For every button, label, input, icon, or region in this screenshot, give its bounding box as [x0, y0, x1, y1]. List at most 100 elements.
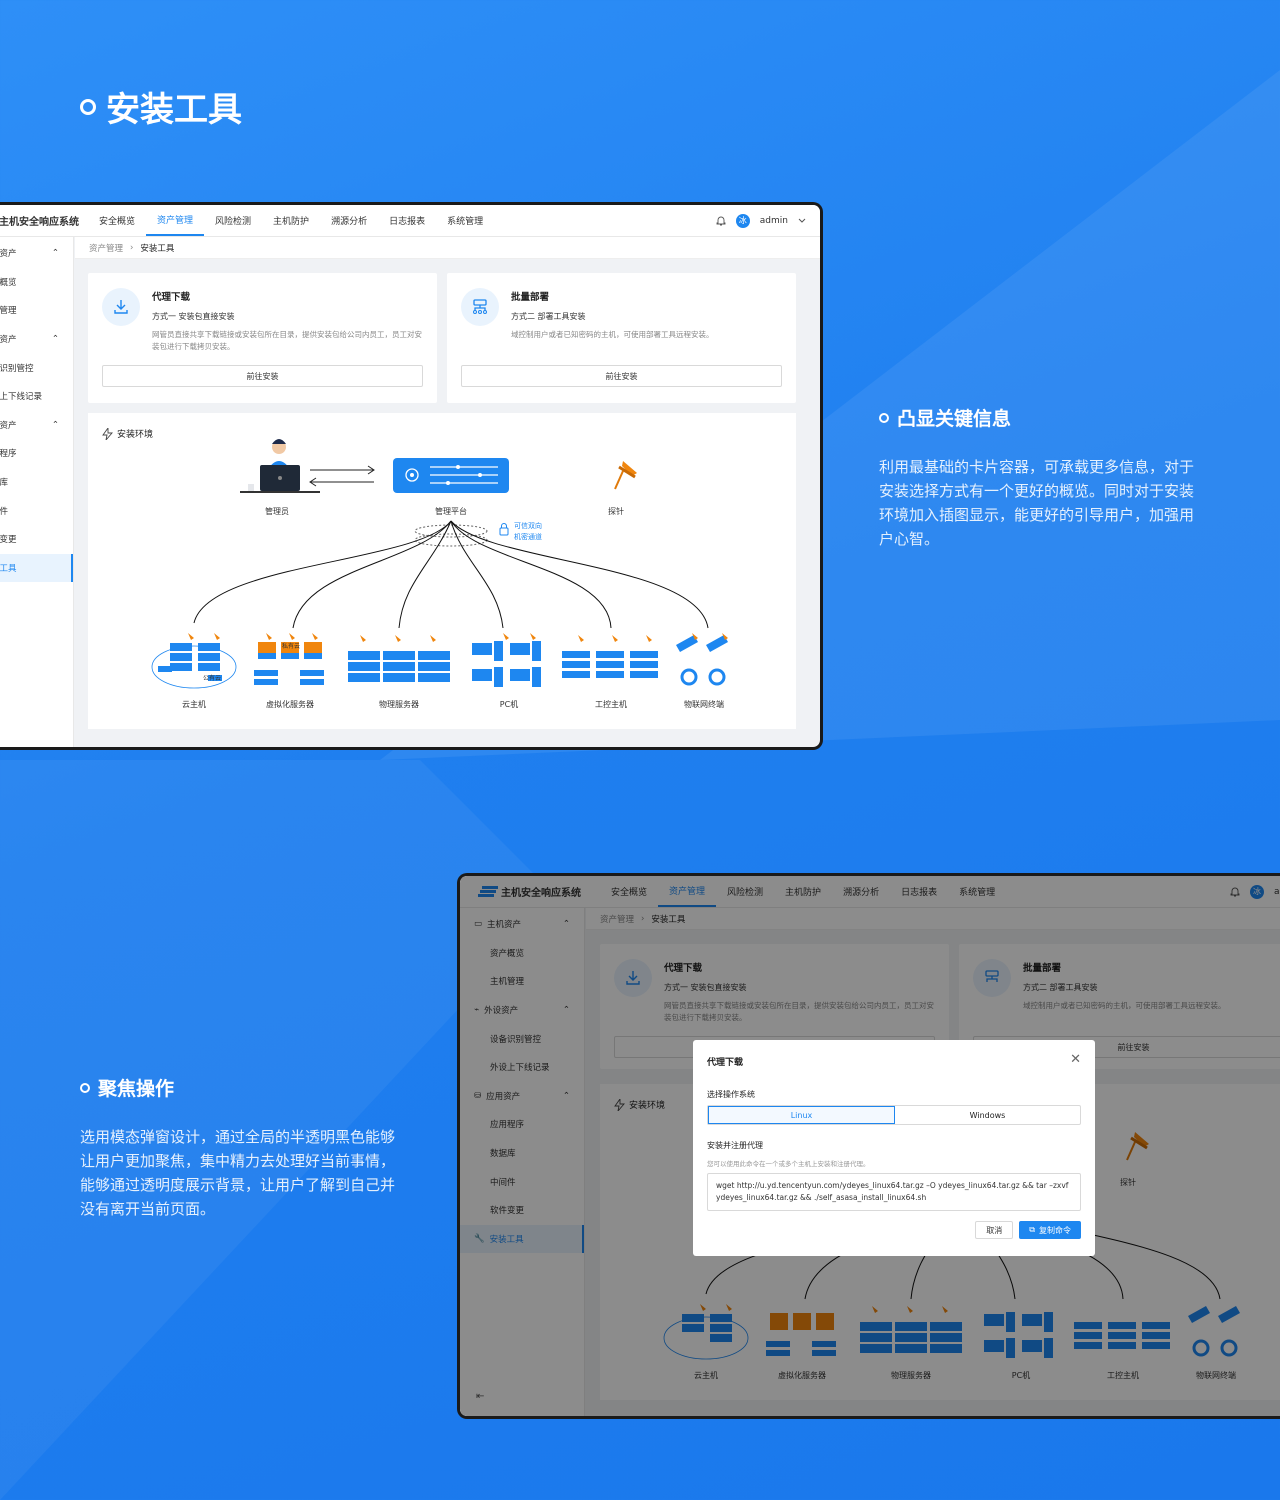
download-icon: [614, 959, 652, 997]
target-industrial-host: 工控主机: [1107, 1371, 1139, 1380]
lightning-icon: [102, 427, 113, 440]
nav-risk-detection[interactable]: 风险检测: [727, 888, 764, 898]
probe-pin-icon: [1126, 1132, 1149, 1161]
sidebar-item-device-control[interactable]: 设备识别管控: [490, 1034, 542, 1045]
iot-terminal-illustration: [1188, 1306, 1240, 1357]
sidebar-group-host-assets[interactable]: 机资产⌃: [0, 248, 59, 260]
breadcrumb-current: 安装工具: [140, 243, 175, 254]
arrow-right: [310, 465, 375, 475]
username[interactable]: adm: [1274, 886, 1280, 897]
target-iot-terminal: 物联网终端: [684, 700, 724, 709]
target-physical-server: 物理服务器: [379, 700, 419, 709]
install-environment-panel: 安装环境: [88, 413, 796, 729]
top-nav-bar: 主机安全响应系统 安全概览 资产管理 风险检测 主机防护 溯源分析 日志报表 系…: [460, 876, 1280, 908]
sidebar-item-software-change[interactable]: 件变更: [0, 535, 17, 546]
platform-illustration: [393, 458, 509, 493]
nav-system-management[interactable]: 系统管理: [447, 217, 484, 227]
sidebar-item-host-management[interactable]: 机管理: [0, 306, 17, 317]
section2-title: 聚焦操作: [80, 1074, 174, 1101]
virtualization-server-illustration: [254, 633, 324, 685]
sidebar-item-install-tool[interactable]: 装工具: [0, 553, 73, 583]
logo-icon: [478, 885, 498, 897]
sidebar-group-app-assets[interactable]: ⛁应用资产⌃: [474, 1090, 570, 1102]
sidebar-item-peripheral-log[interactable]: 外设上下线记录: [490, 1063, 550, 1074]
avatar[interactable]: 冰: [735, 213, 750, 228]
bell-icon[interactable]: [716, 216, 726, 226]
sidebar-item-asset-overview[interactable]: 产概览: [0, 277, 17, 288]
nav-risk-detection[interactable]: 风险检测: [215, 217, 252, 227]
nav-trace-analysis[interactable]: 溯源分析: [331, 217, 368, 227]
nav-system-management[interactable]: 系统管理: [959, 888, 996, 898]
target-industrial-host: 工控主机: [595, 700, 627, 709]
circle-icon: [879, 412, 889, 423]
bell-icon[interactable]: [1230, 887, 1240, 897]
sidebar-item-middleware[interactable]: 间件: [0, 506, 9, 517]
nav-asset-management[interactable]: 资产管理: [146, 205, 205, 236]
probe-pin-icon: [614, 461, 637, 490]
nav-host-protection[interactable]: 主机防护: [785, 888, 822, 898]
pc-illustration: [984, 1312, 1053, 1358]
card-title: 代理下载: [152, 292, 191, 303]
sidebar-item-device-control[interactable]: 备识别管控: [0, 363, 34, 374]
chevron-up-icon: ⌃: [51, 248, 59, 259]
lightning-icon: [614, 1098, 625, 1111]
cancel-button[interactable]: 取消: [975, 1221, 1014, 1239]
sidebar-item-applications[interactable]: 应用程序: [490, 1120, 525, 1131]
sidebar-group-host-assets[interactable]: ▭主机资产⌃: [474, 919, 570, 931]
chevron-up-icon: ⌃: [51, 334, 59, 345]
sidebar-group-app-assets[interactable]: 用资产⌃: [0, 419, 59, 431]
sidebar-item-applications[interactable]: 用程序: [0, 449, 17, 460]
card-subtitle: 方式二 部署工具安装: [511, 312, 586, 321]
os-option-linux[interactable]: Linux: [708, 1106, 895, 1124]
os-segmented-control: Linux Windows: [707, 1105, 1081, 1125]
sidebar-item-database[interactable]: 数据库: [490, 1149, 516, 1160]
target-virtualization-server: 虚拟化服务器: [266, 700, 314, 709]
network-icon: [461, 288, 499, 326]
network-icon: [973, 959, 1011, 997]
close-icon[interactable]: ✕: [1070, 1052, 1081, 1067]
card-subtitle: 方式一 安装包直接安装: [152, 312, 235, 321]
collapse-sidebar-icon[interactable]: ⇤: [476, 1391, 485, 1402]
virtualization-server-illustration: [766, 1313, 836, 1356]
sidebar-item-middleware[interactable]: 中间件: [490, 1177, 516, 1188]
sidebar-item-peripheral-log[interactable]: 设上下线记录: [0, 392, 43, 403]
sidebar-item-asset-overview[interactable]: 资产概览: [490, 948, 525, 959]
sidebar-item-host-management[interactable]: 主机管理: [490, 977, 525, 988]
nav-security-overview[interactable]: 安全概览: [611, 888, 648, 898]
pc-illustration: [472, 633, 541, 687]
username[interactable]: admin: [759, 215, 788, 226]
nav-security-overview[interactable]: 安全概览: [99, 217, 136, 227]
environment-diagram: [151, 439, 728, 689]
go-install-button[interactable]: 前往安装: [102, 365, 423, 387]
industrial-host-illustration: [1074, 1322, 1170, 1349]
os-option-windows[interactable]: Windows: [969, 1110, 1006, 1120]
nav-log-report[interactable]: 日志报表: [389, 217, 426, 227]
app-brand: 主机安全响应系统: [0, 217, 79, 228]
nav-host-protection[interactable]: 主机防护: [273, 217, 310, 227]
sidebar-item-database[interactable]: 据库: [0, 478, 9, 489]
nav-trace-analysis[interactable]: 溯源分析: [843, 888, 880, 898]
command-textarea[interactable]: wget http://u.yd.tencentyun.com/ydeyes_l…: [707, 1173, 1081, 1211]
sidebar-group-peripheral-assets[interactable]: ⌁外设资产⌃: [474, 1005, 570, 1017]
breadcrumb-parent[interactable]: 资产管理: [600, 914, 635, 925]
card-subtitle: 方式二 部署工具安装: [1023, 983, 1098, 992]
sidebar-item-software-change[interactable]: 软件变更: [490, 1206, 525, 1217]
nav-log-report[interactable]: 日志报表: [901, 888, 938, 898]
copy-command-button[interactable]: ⧉复制命令: [1019, 1221, 1081, 1239]
chevron-down-icon[interactable]: [798, 218, 806, 224]
os-label: 选择操作系统: [707, 1090, 755, 1099]
avatar[interactable]: 冰: [1250, 884, 1264, 899]
copy-icon: ⧉: [1029, 1225, 1035, 1234]
target-physical-server: 物理服务器: [891, 1371, 931, 1380]
env-header: 安装环境: [614, 1098, 665, 1111]
breadcrumb-parent[interactable]: 资产管理: [89, 243, 124, 254]
target-cloud-host: 云主机: [182, 700, 206, 709]
sidebar-group-peripheral-assets[interactable]: 设资产⌃: [0, 334, 59, 346]
nav-asset-management[interactable]: 资产管理: [658, 876, 717, 907]
card-batch-deploy: 批量部署 方式二 部署工具安装 域控制用户或者已知密码的主机，可使用部署工具远程…: [447, 273, 796, 403]
chevron-up-icon: ⌃: [562, 919, 570, 930]
sidebar-item-install-tool[interactable]: 🔧安装工具: [460, 1224, 584, 1254]
breadcrumb-current: 安装工具: [651, 914, 686, 925]
card-title: 批量部署: [511, 292, 550, 303]
go-install-button[interactable]: 前往安装: [461, 365, 782, 387]
